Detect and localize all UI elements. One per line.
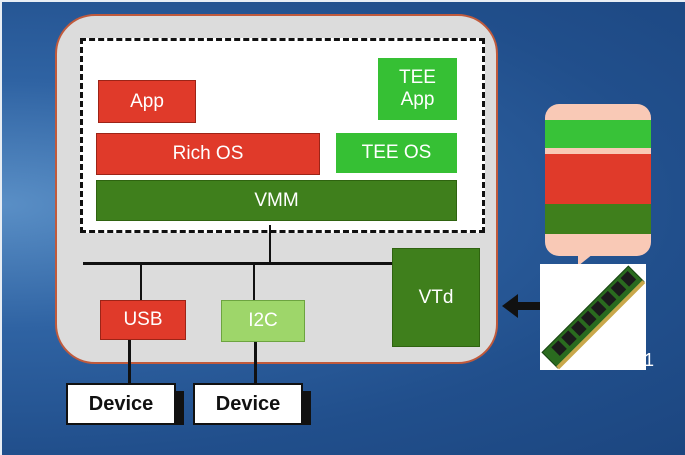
rich-os-memory-region — [545, 154, 651, 204]
bus-to-i2c-line — [253, 262, 255, 300]
vmm-label: VMM — [254, 189, 299, 211]
usb-controller-box: USB — [100, 300, 186, 340]
usb-to-device-line — [128, 340, 131, 384]
bus-to-usb-line — [140, 262, 142, 300]
vtd-label: VTd — [418, 286, 454, 308]
tee-os-label: TEE OS — [361, 142, 432, 164]
app-box: App — [98, 80, 196, 123]
vtd-box: VTd — [392, 248, 480, 347]
tee-app-label-line2: App — [400, 89, 435, 110]
rich-os-label: Rich OS — [172, 143, 244, 165]
memory-partition-bubble — [545, 104, 651, 256]
tee-app-box: TEE App — [378, 58, 457, 120]
bubble-pointer — [578, 250, 598, 266]
vmm-memory-region — [545, 204, 651, 234]
vmm-to-bus-line — [269, 225, 271, 263]
tee-memory-region — [545, 120, 651, 148]
vmm-box: VMM — [96, 180, 457, 221]
edge-fragment-text: 1 — [644, 350, 655, 370]
ram-card — [540, 264, 646, 370]
i2c-label: I2C — [248, 310, 278, 332]
i2c-device-label: Device — [215, 392, 281, 415]
tee-app-label-line1: TEE — [399, 67, 436, 89]
i2c-to-device-line — [254, 342, 257, 384]
ram-module-icon — [541, 265, 646, 370]
rich-os-box: Rich OS — [96, 133, 320, 175]
usb-label: USB — [123, 309, 163, 331]
tee-os-box: TEE OS — [336, 133, 457, 173]
i2c-device-box: Device — [193, 383, 311, 425]
system-bus-line — [83, 262, 395, 265]
i2c-controller-box: I2C — [221, 300, 305, 342]
usb-device-box: Device — [66, 383, 184, 425]
app-label: App — [130, 90, 164, 112]
usb-device-label: Device — [88, 392, 154, 415]
